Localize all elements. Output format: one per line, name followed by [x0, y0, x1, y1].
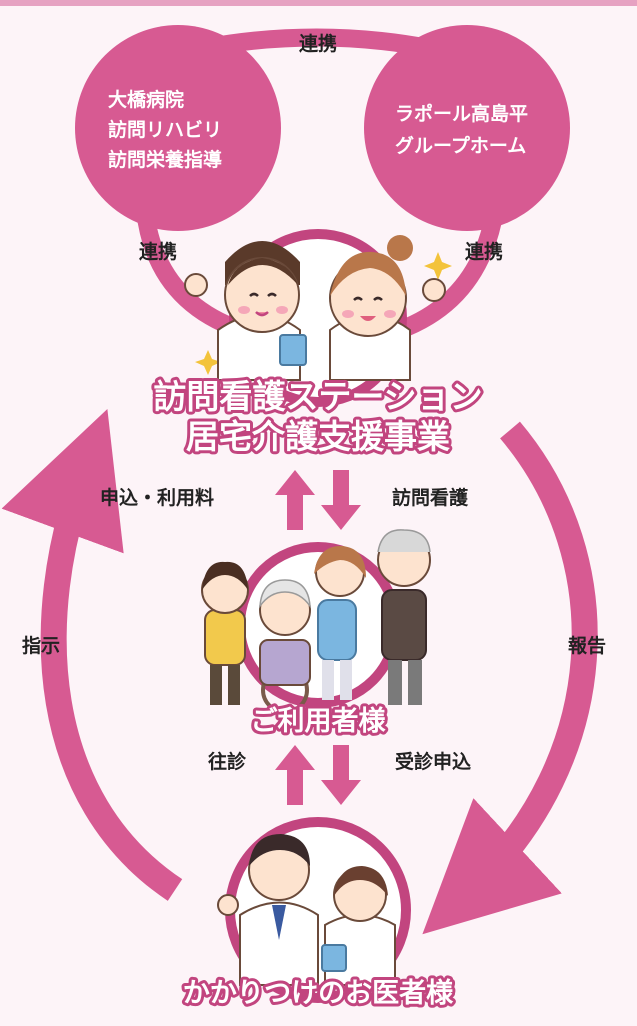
link-label-top: 連携 [299, 32, 337, 55]
hospital-line-3: 訪問栄養指導 [108, 148, 222, 171]
link-arc-left [136, 208, 244, 339]
up-arrow-icon [275, 470, 315, 530]
grouphome-line-1: ラポール高島平 [395, 102, 528, 125]
user-title: ご利用者様 [251, 705, 387, 737]
up-arrow-icon [275, 745, 315, 805]
link-label-left: 連携 [139, 240, 177, 263]
report-label: 報告 [568, 634, 606, 657]
doctor-nurse-illustration [217, 834, 396, 986]
station-title-line1: 訪問看護ステーション [153, 377, 482, 416]
instruction-label: 指示 [22, 635, 60, 657]
link-arc-right [396, 208, 504, 339]
down-arrow-icon [321, 745, 361, 805]
hospital-line-2: 訪問リハビリ [108, 118, 222, 141]
hospital-line-1: 大橋病院 [108, 88, 184, 111]
grouphome-circle: ラポール高島平 グループホーム [364, 25, 570, 231]
grouphome-line-2: グループホーム [395, 134, 526, 157]
top-border [0, 0, 637, 6]
doctor-title: かかりつけのお医者様 [183, 978, 454, 1009]
nurse-duo-illustration [184, 235, 446, 381]
family-group-illustration [201, 529, 431, 714]
house-call-label: 往診 [208, 750, 247, 773]
station-title-line2: 居宅介護支援事業 [186, 417, 450, 456]
report-arrow [422, 421, 598, 935]
consult-request-label: 受診申込 [395, 750, 471, 773]
down-arrow-icon [321, 470, 361, 530]
application-fee-label: 申込・利用料 [100, 486, 214, 509]
home-nursing-label: 訪問看護 [392, 486, 469, 509]
instruction-arrow [1, 408, 183, 901]
hospital-circle: 大橋病院 訪問リハビリ 訪問栄養指導 [75, 25, 281, 231]
sparkle-icon [195, 350, 221, 375]
link-label-right: 連携 [465, 240, 503, 263]
sparkle-icon [424, 252, 452, 280]
